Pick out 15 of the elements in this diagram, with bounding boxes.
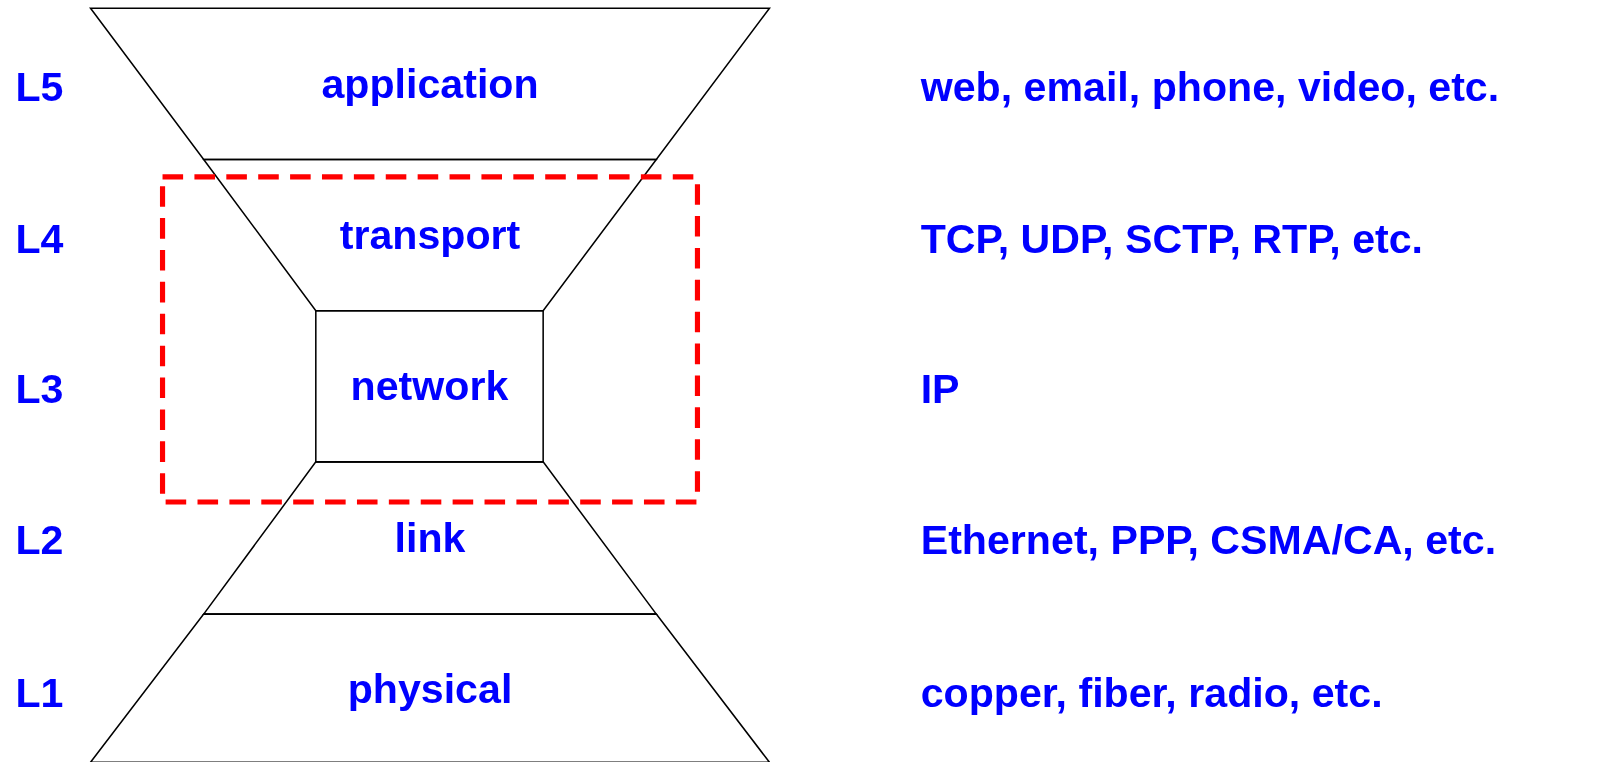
layer-name: link — [394, 514, 466, 562]
protocol-examples: TCP, UDP, SCTP, RTP, etc. — [920, 218, 1424, 260]
protocol-examples: Ethernet, PPP, CSMA/CA, etc. — [920, 519, 1497, 561]
layer-name: physical — [347, 665, 513, 712]
layer-name: transport — [339, 211, 521, 259]
layer-number: L3 — [15, 368, 64, 410]
protocol-examples: copper, fiber, radio, etc. — [920, 671, 1383, 713]
layer-number: L2 — [15, 519, 64, 561]
layer-name: application — [321, 60, 539, 107]
layer-number: L4 — [15, 218, 64, 260]
protocol-examples: IP — [920, 368, 960, 410]
layer-name: network — [350, 363, 509, 410]
layer-number: L5 — [15, 65, 64, 107]
layer-number: L1 — [15, 671, 64, 713]
protocol-examples: web, email, phone, video, etc. — [920, 65, 1500, 107]
